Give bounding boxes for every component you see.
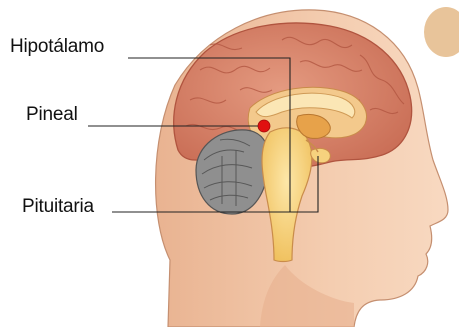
label-pineal: Pineal	[26, 104, 78, 126]
pineal-gland	[258, 120, 270, 132]
background-blob	[424, 7, 459, 57]
label-pituitary: Pituitaria	[22, 196, 94, 218]
label-hypothalamus: Hipotálamo	[10, 36, 104, 58]
